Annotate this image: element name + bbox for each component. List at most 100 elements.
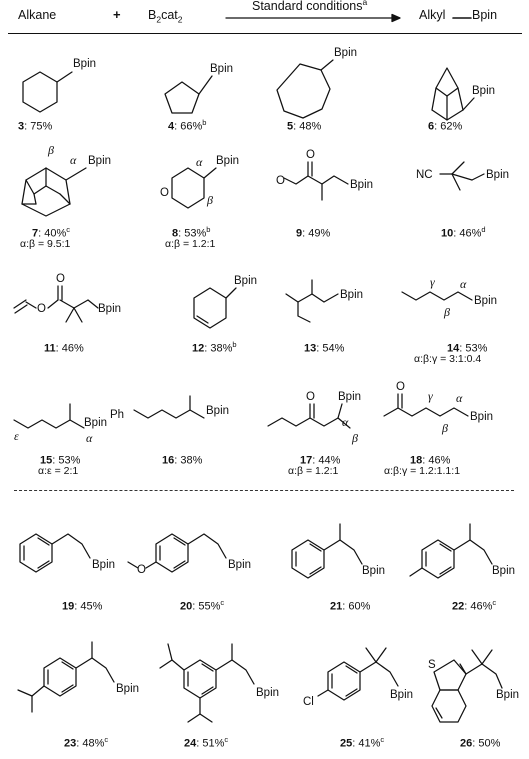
bpin-label: Bpin [338, 391, 361, 403]
compound-16-caption: 16: 38% [162, 454, 203, 467]
compound-14-structure: Bpin γ α β [401, 275, 497, 319]
row5-structures: Bpin O Bpin Bpin Bpin [19, 523, 515, 579]
compound-11-caption: 11: 46% [44, 342, 84, 355]
bpin-label: Bpin [470, 411, 493, 423]
compound-16-structure: Ph Bpin [110, 395, 229, 421]
compound-3-structure: Bpin [22, 58, 96, 113]
bpin-label: Bpin [362, 565, 385, 577]
bpin-label: Bpin [486, 169, 509, 181]
bpin-label: Bpin [73, 58, 96, 70]
alkane-label: Alkane [18, 8, 57, 22]
oxygen-label: O [160, 187, 169, 199]
section-divider [14, 490, 514, 491]
row3-structures: O O Bpin Bpin Bpin Bpin γ α β [13, 273, 497, 329]
alpha-label: α [342, 415, 349, 429]
bpin-label: Bpin [234, 275, 257, 287]
gamma-label: γ [430, 275, 435, 289]
bond-line-icon [452, 17, 472, 19]
bpin-label: Bpin [98, 303, 121, 315]
compound-7-caption: 7: 40%c [32, 225, 71, 240]
alpha-label: α [196, 155, 203, 169]
compound-15-structure: Bpin ε α [13, 403, 107, 445]
compound-20-caption: 20: 55%c [180, 598, 225, 613]
beta-label: β [441, 421, 448, 435]
compound-18-ratio: α:β:γ = 1.2:1.1:1 [384, 465, 461, 477]
compound-13-structure: Bpin [285, 279, 363, 323]
alpha-label: α [70, 153, 77, 167]
reaction-scheme-header: Alkane + B2cat2 Standard conditionsa Alk… [0, 0, 529, 40]
reaction-arrow-icon [225, 13, 401, 23]
compound-17-ratio: α:β = 1.2:1 [288, 465, 339, 477]
beta-label: β [351, 431, 358, 445]
bpin-label: Bpin [206, 405, 229, 417]
beta-label: β [206, 193, 213, 207]
compound-25-structure: Cl Bpin [303, 647, 413, 708]
compound-5-caption: 5: 48% [287, 120, 322, 133]
compound-25-caption: 25: 41%c [340, 735, 385, 750]
compound-18-caption: 18: 46% [410, 454, 451, 467]
compound-19-caption: 19: 45% [62, 600, 103, 613]
compound-18-structure: O Bpin γ α β [383, 381, 493, 435]
plus-sign: + [113, 7, 121, 22]
compound-26-structure: S Bpin [428, 649, 519, 723]
bpin-label: Bpin [496, 689, 519, 701]
row4-structures: Bpin ε α Ph Bpin O Bpin α β O Bpin γ α β [13, 381, 493, 445]
compound-21-structure: Bpin [291, 523, 385, 579]
epsilon-label: ε [14, 429, 19, 443]
compound-9-caption: 9: 49% [296, 227, 331, 240]
compound-13-caption: 13: 54% [304, 342, 345, 355]
compound-22-structure: Bpin [409, 523, 515, 579]
product-bpin-label: Bpin [472, 8, 498, 22]
compound-12-structure: Bpin [193, 275, 257, 329]
bpin-label: Bpin [474, 295, 497, 307]
beta-label: β [443, 305, 450, 319]
compound-15-ratio: α:ε = 2:1 [38, 465, 79, 477]
gamma-label: γ [428, 389, 433, 403]
bpin-label: Bpin [210, 63, 233, 75]
sulfur-label: S [428, 659, 436, 671]
compound-3-caption: 3: 75% [18, 120, 53, 133]
bpin-label: Bpin [390, 689, 413, 701]
compound-23-caption: 23: 48%c [64, 735, 109, 750]
compound-17-structure: O Bpin α β [267, 391, 361, 445]
compound-24-structure: Bpin [159, 643, 279, 723]
compound-22-caption: 22: 46%c [452, 598, 497, 613]
beta-label: β [47, 143, 54, 157]
bpin-label: Bpin [492, 565, 515, 577]
bpin-label: Bpin [228, 559, 251, 571]
chlorine-label: Cl [303, 696, 314, 708]
compound-24-caption: 24: 51%c [184, 735, 229, 750]
compound-21-caption: 21: 60% [330, 600, 371, 613]
compound-8-structure: Bpin O α β [160, 155, 239, 209]
compound-17-caption: 17: 44% [300, 454, 341, 467]
compound-15-caption: 15: 53% [40, 454, 81, 467]
phenyl-label: Ph [110, 409, 124, 421]
compound-12-caption: 12: 38%b [192, 340, 237, 355]
oxygen-label: O [137, 564, 146, 576]
bpin-label: Bpin [216, 155, 239, 167]
compound-14-ratio: α:β:γ = 3:1:0.4 [414, 353, 482, 365]
compound-10-caption: 10: 46%d [441, 225, 486, 240]
row2-structures: Bpin β α Bpin O α β O O Bpin NC Bpin [21, 143, 509, 217]
bpin-label: Bpin [256, 687, 279, 699]
oxygen-label: O [56, 273, 65, 285]
bpin-label: Bpin [334, 47, 357, 59]
compound-8-ratio: α:β = 1.2:1 [165, 238, 216, 250]
compound-8-caption: 8: 53%b [172, 225, 211, 240]
row6-structures: Bpin Bpin Cl Bpin S Bpin [17, 641, 519, 723]
bpin-label: Bpin [350, 179, 373, 191]
compound-20-structure: O Bpin [127, 533, 251, 576]
oxygen-label: O [306, 149, 315, 161]
header-rule [8, 33, 522, 34]
row1-structures: Bpin Bpin Bpin Bpin [22, 47, 495, 121]
nitrile-label: NC [416, 169, 433, 181]
compound-11-structure: O O Bpin [13, 273, 121, 323]
reagent-label: B2cat2 [148, 8, 183, 25]
bpin-label: Bpin [84, 417, 107, 429]
compound-23-structure: Bpin [17, 641, 139, 713]
compound-7-structure: Bpin β α [21, 143, 111, 217]
bpin-label: Bpin [92, 559, 115, 571]
oxygen-label: O [396, 381, 405, 393]
conditions-label: Standard conditionsa [252, 0, 368, 14]
bpin-label: Bpin [88, 155, 111, 167]
